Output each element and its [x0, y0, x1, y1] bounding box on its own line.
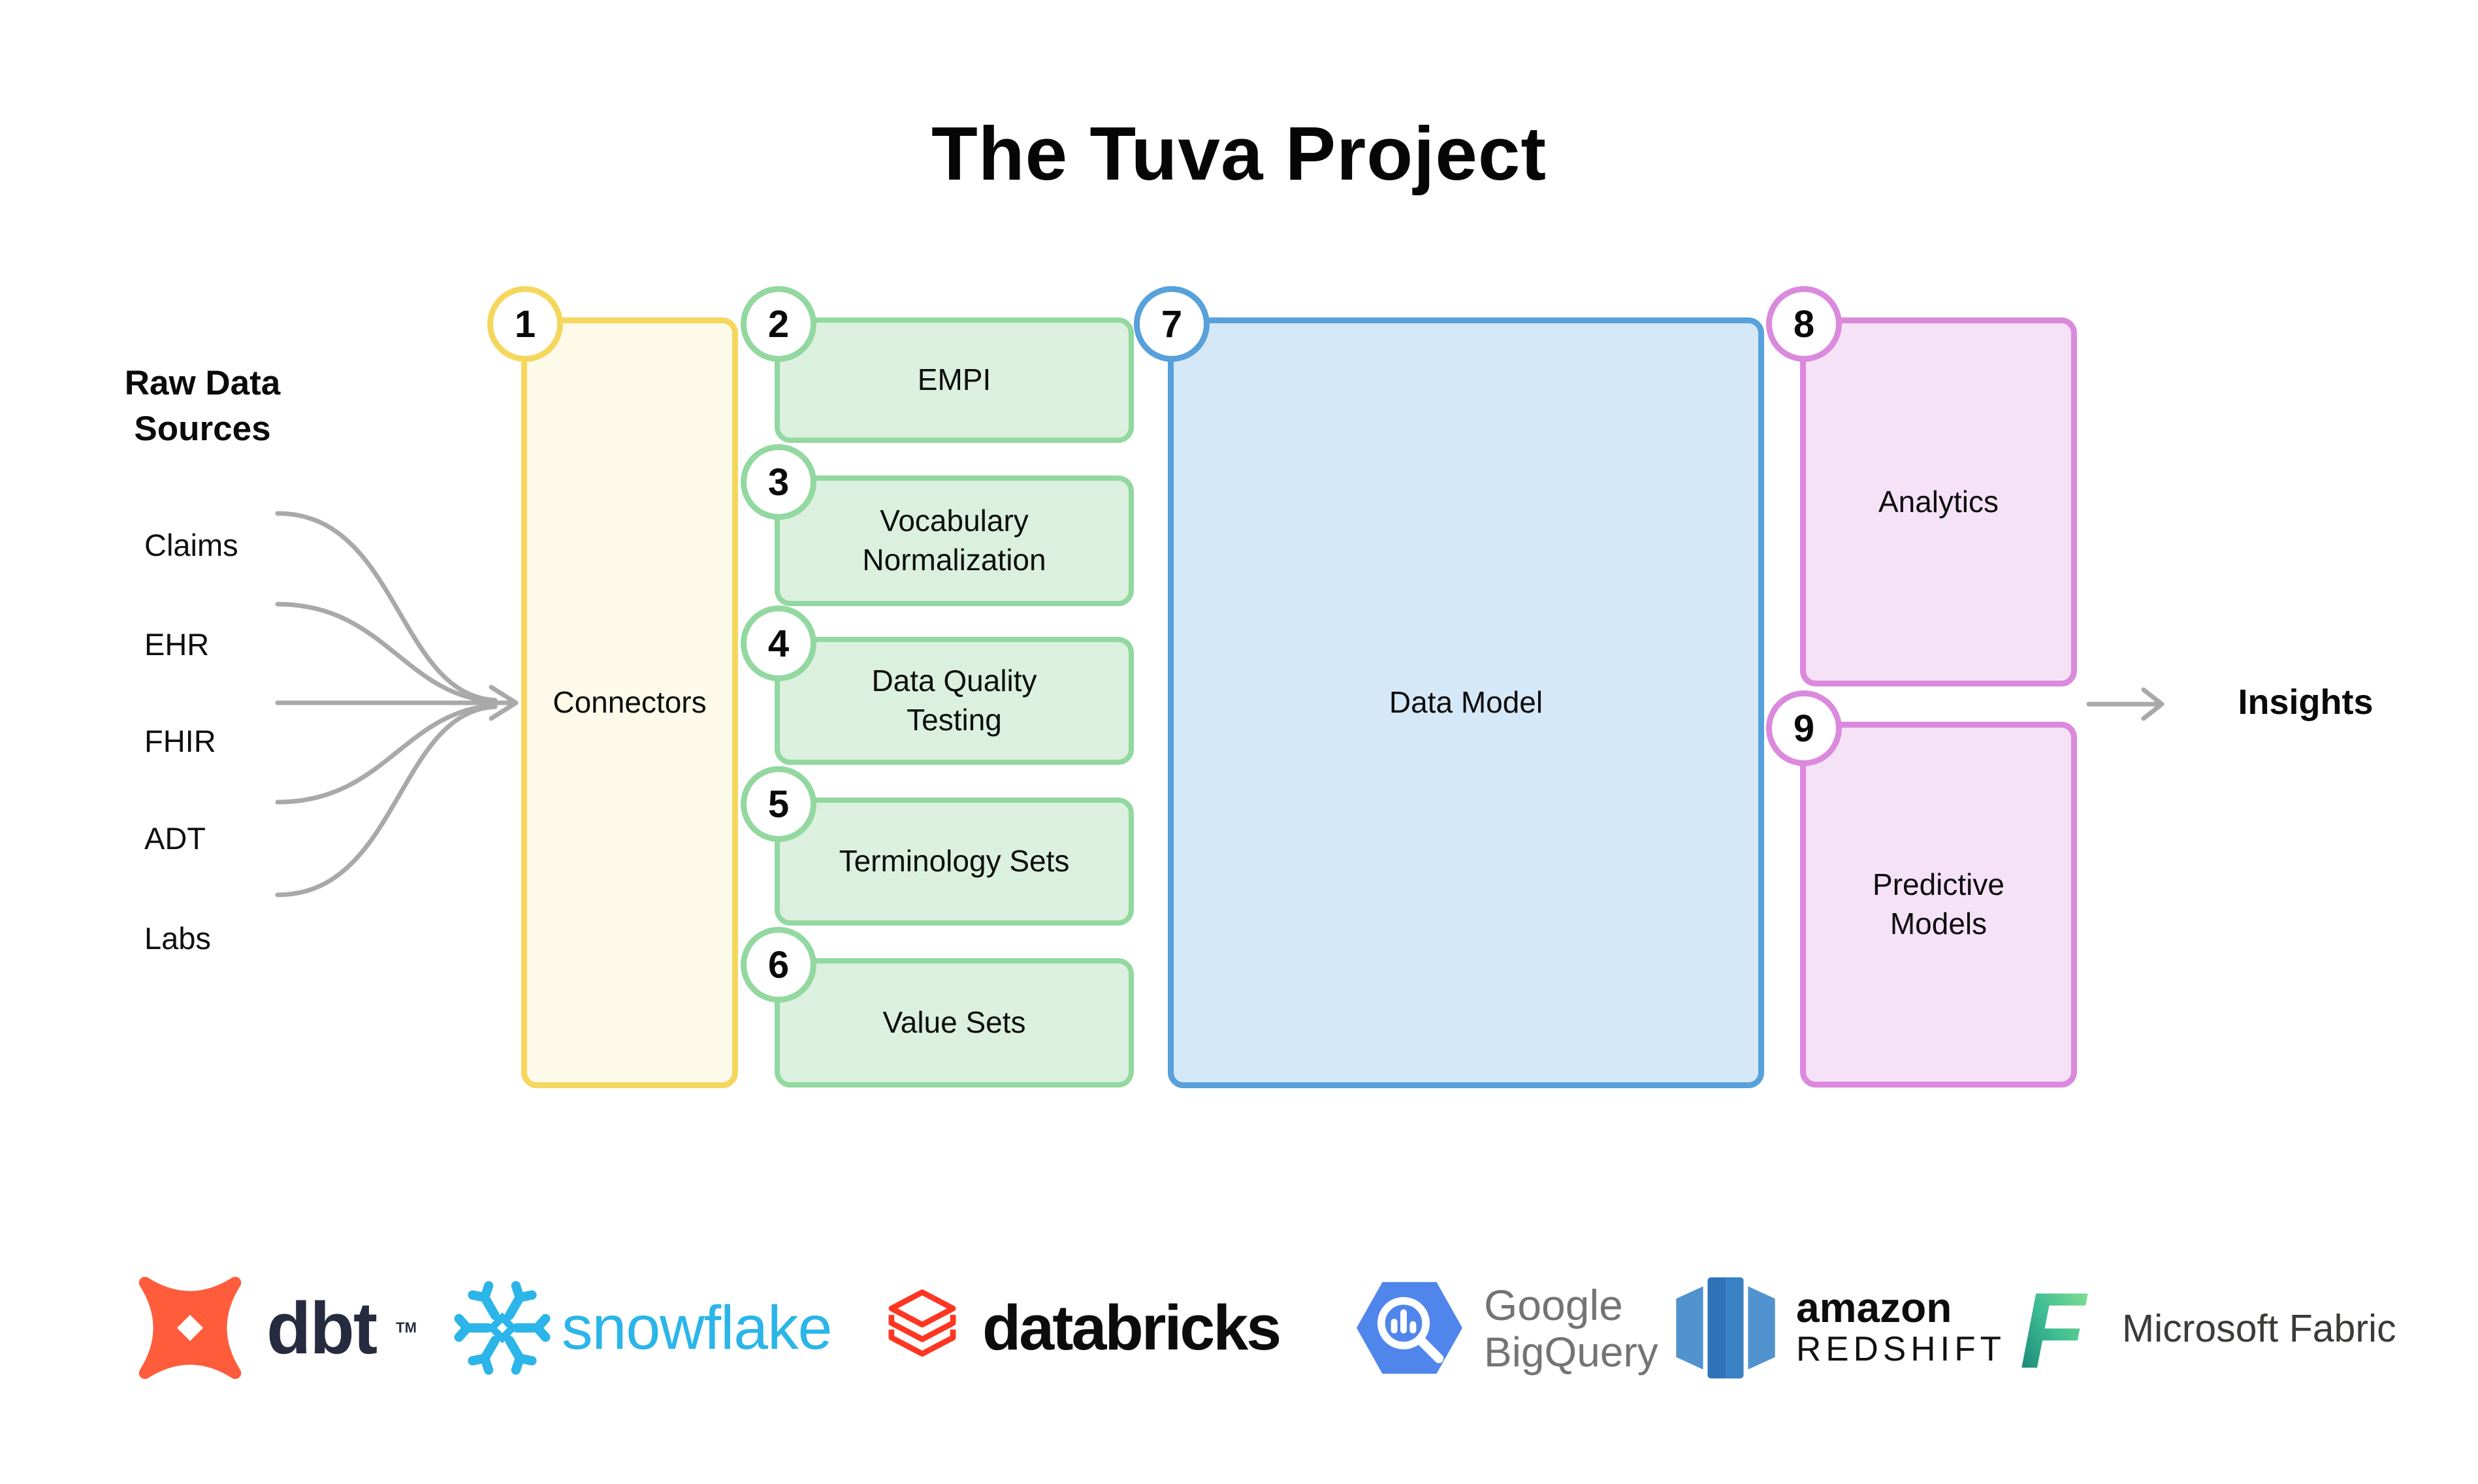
bigquery-wordmark-bigquery: BigQuery [1484, 1329, 1658, 1376]
snowflake-wordmark: snowflake [562, 1293, 832, 1363]
snowflake-icon [454, 1281, 551, 1375]
microsoft-fabric-logo: F Microsoft Fabric [2003, 1272, 2396, 1385]
dbt-wordmark: dbt [266, 1287, 378, 1369]
step-badge-4: 4 [741, 605, 816, 681]
data-model-box: Data Model [1168, 317, 1764, 1088]
data-quality-testing-box: Data Quality Testing [775, 637, 1134, 765]
connectors-box: Connectors [521, 317, 738, 1088]
step-badge-2: 2 [741, 286, 816, 362]
value-sets-label: Value Sets [882, 1005, 1026, 1040]
step-badge-7: 7 [1134, 286, 1210, 362]
step-badge-3: 3 [741, 444, 816, 520]
raw-source-ehr: EHR [144, 627, 210, 662]
step-badge-8: 8 [1766, 286, 1842, 362]
step-badge-9: 9 [1766, 690, 1842, 766]
svg-text:F: F [2019, 1275, 2088, 1383]
predictive-models-box: Predictive Models [1800, 722, 2077, 1088]
step-badge-1: 1 [487, 286, 563, 362]
amazon-redshift-logo: amazon REDSHIFT [1669, 1267, 2006, 1389]
step-badge-5: 5 [741, 766, 816, 842]
data-quality-testing-label: Data Quality Testing [871, 664, 1037, 737]
insights-label: Insights [2238, 683, 2373, 722]
dbt-logo: dbt TM [131, 1266, 417, 1390]
value-sets-box: Value Sets [775, 958, 1134, 1088]
vocabulary-normalization-label: Vocabulary Normalization [862, 504, 1046, 577]
predictive-models-label: Predictive Models [1873, 867, 2004, 941]
google-bigquery-logo: Google BigQuery [1351, 1267, 1658, 1389]
data-model-label: Data Model [1389, 685, 1543, 720]
empi-box: EMPI [775, 317, 1134, 443]
step-badge-6: 6 [741, 927, 816, 1003]
page-title: The Tuva Project [931, 111, 1547, 196]
databricks-wordmark: databricks [982, 1292, 1281, 1363]
raw-source-adt: ADT [144, 821, 206, 856]
dbt-icon [138, 1276, 242, 1379]
redshift-wordmark-redshift: REDSHIFT [1796, 1330, 2006, 1368]
snowflake-logo: snowflake [451, 1272, 832, 1383]
bigquery-icon [1357, 1282, 1462, 1374]
dbt-trademark: TM [396, 1319, 417, 1336]
fabric-icon: F [2019, 1275, 2088, 1383]
fabric-wordmark: Microsoft Fabric [2122, 1307, 2396, 1350]
connectors-label: Connectors [553, 685, 707, 720]
databricks-logo: databricks [882, 1279, 1281, 1377]
terminology-sets-label: Terminology Sets [839, 844, 1070, 879]
analytics-box: Analytics [1800, 317, 2077, 686]
databricks-icon [888, 1289, 956, 1357]
redshift-icon [1676, 1277, 1775, 1379]
raw-source-claims: Claims [144, 528, 238, 562]
bigquery-wordmark-google: Google [1484, 1281, 1623, 1329]
redshift-wordmark-amazon: amazon [1796, 1284, 1952, 1331]
empi-label: EMPI [917, 363, 991, 397]
terminology-sets-box: Terminology Sets [775, 798, 1134, 926]
raw-source-fhir: FHIR [144, 724, 216, 758]
vocabulary-normalization-box: Vocabulary Normalization [775, 476, 1134, 606]
raw-data-sources-heading: Raw Data Sources [124, 364, 281, 448]
analytics-label: Analytics [1878, 484, 1999, 519]
raw-source-labs: Labs [144, 921, 211, 956]
